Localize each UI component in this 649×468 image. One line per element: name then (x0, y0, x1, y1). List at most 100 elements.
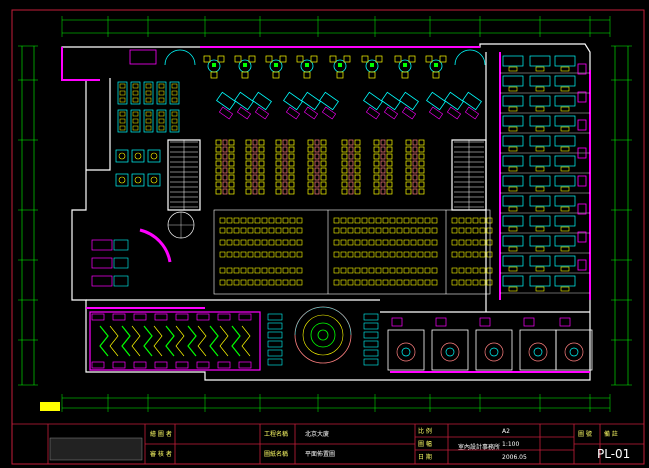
project-name: 北京大廈 (305, 431, 330, 438)
seat (386, 160, 393, 167)
seat (226, 227, 233, 234)
meeting-chair (118, 152, 126, 160)
meeting-rooms (387, 317, 593, 371)
seat (354, 167, 361, 174)
washbasin (113, 257, 129, 269)
seat (307, 167, 314, 174)
cubicle-desk (502, 115, 524, 127)
seat (333, 217, 340, 224)
cubicle-chair (508, 286, 518, 292)
seat-table (314, 153, 320, 160)
seat (373, 160, 380, 167)
seat (219, 239, 226, 246)
workstation-chair (158, 97, 165, 103)
cubicle-chair (560, 66, 570, 72)
lounge-plant (434, 63, 438, 67)
seat (361, 227, 368, 234)
cubicle-chair (508, 146, 518, 152)
seat-table (252, 153, 258, 160)
seat (341, 139, 348, 146)
seat (307, 153, 314, 160)
seat (282, 267, 289, 274)
seat (333, 239, 340, 246)
cubicle-chair (560, 106, 570, 112)
seat (417, 267, 424, 274)
seat (382, 279, 389, 286)
angled-desk (444, 91, 464, 111)
round-table (440, 342, 460, 362)
curved-counter (139, 228, 172, 263)
workstation (143, 109, 154, 133)
lounge-chair (248, 55, 256, 63)
seat (258, 146, 265, 153)
seat (254, 267, 261, 274)
seat (451, 239, 458, 246)
seat (261, 251, 268, 258)
seat (458, 239, 465, 246)
workstation (156, 109, 167, 133)
angled-desk (399, 91, 419, 111)
seat (275, 153, 282, 160)
seat (405, 174, 412, 181)
seat-table (282, 188, 288, 195)
seat-table (380, 181, 386, 188)
seat-table (222, 188, 228, 195)
seat (228, 181, 235, 188)
lounge-chair (408, 55, 416, 63)
seat (228, 160, 235, 167)
seat-table (314, 139, 320, 146)
seat (396, 251, 403, 258)
lounge-chair (329, 55, 337, 63)
zigzag-sofa (99, 325, 109, 357)
seat (465, 267, 472, 274)
bench-seat (154, 313, 168, 321)
cubicle-chair (535, 226, 545, 232)
seat (341, 174, 348, 181)
bench-seat (196, 313, 210, 321)
seat-table (222, 181, 228, 188)
seat (354, 146, 361, 153)
seat-table (412, 181, 418, 188)
room-cabinet (435, 317, 447, 327)
washbasin (113, 239, 129, 251)
seat-table (348, 167, 354, 174)
seat (288, 139, 295, 146)
zigzag-sofa (175, 325, 185, 357)
sheet-frame (11, 9, 645, 465)
cabinet (577, 231, 587, 243)
seat (288, 146, 295, 153)
cubicle-desk (554, 75, 576, 87)
bench-seat (154, 361, 168, 369)
seat (405, 181, 412, 188)
cubicle-chair (535, 146, 545, 152)
bench-seat (112, 313, 126, 321)
seat (451, 267, 458, 274)
door-swing (454, 49, 486, 66)
title-label-review: 審 核 者 (150, 451, 172, 458)
round-table-top (569, 347, 579, 357)
bench-seat (91, 361, 105, 369)
seat (361, 251, 368, 258)
cubicle-desk (554, 55, 576, 67)
seat-table (282, 160, 288, 167)
seat-table (380, 146, 386, 153)
seat (268, 279, 275, 286)
seat (417, 251, 424, 258)
angled-desk-chair (285, 106, 301, 120)
seat (410, 251, 417, 258)
room-cabinet (391, 317, 403, 327)
cubicle-chair (535, 126, 545, 132)
seat (373, 188, 380, 195)
meeting-chair (118, 176, 126, 184)
seat (233, 279, 240, 286)
cubicle-desk (554, 235, 576, 247)
seat-table (222, 174, 228, 181)
seat (479, 239, 486, 246)
workstation (130, 81, 141, 105)
seat (458, 267, 465, 274)
cabinet (577, 147, 587, 159)
seat-table (282, 139, 288, 146)
lounge-chair (203, 55, 211, 63)
lounge-plant (338, 63, 342, 67)
cubicle-desk (502, 55, 524, 67)
